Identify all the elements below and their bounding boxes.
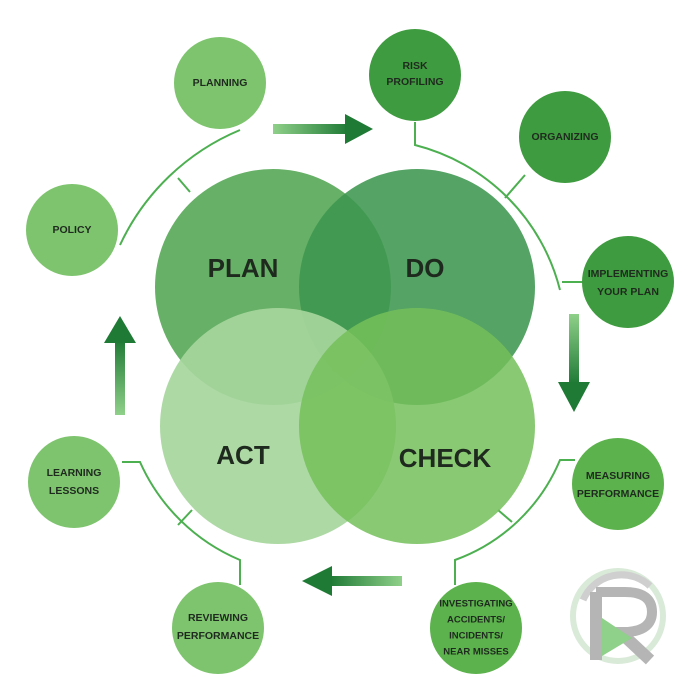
ring-segment-bottom-left bbox=[122, 461, 241, 585]
connector-ring bbox=[119, 122, 585, 585]
tick-planning bbox=[177, 177, 191, 193]
node-planning-line-1: PLANNING bbox=[193, 77, 248, 89]
node-implementing-line-1: IMPLEMENTING bbox=[588, 268, 669, 280]
tick-measuring bbox=[497, 509, 513, 523]
node-reviewing: REVIEWING PERFORMANCE bbox=[172, 582, 264, 674]
node-policy-line-1: POLICY bbox=[52, 224, 91, 236]
node-investigating: INVESTIGATING ACCIDENTS/ INCIDENTS/ NEAR… bbox=[430, 582, 522, 674]
tick-reviewing bbox=[177, 509, 193, 526]
node-reviewing-line-1: REVIEWING bbox=[188, 612, 248, 624]
check-label: CHECK bbox=[399, 443, 492, 473]
node-investigating-line-2: ACCIDENTS/ bbox=[447, 615, 505, 626]
node-investigating-line-4: NEAR MISSES bbox=[443, 647, 508, 658]
arrow-down bbox=[558, 314, 590, 412]
node-reviewing-line-2: PERFORMANCE bbox=[177, 630, 259, 642]
arrow-up bbox=[104, 316, 136, 415]
node-learning-line-1: LEARNING bbox=[47, 467, 102, 479]
check-circle bbox=[299, 308, 535, 544]
node-implementing-line-2: YOUR PLAN bbox=[597, 286, 659, 298]
act-label: ACT bbox=[216, 440, 270, 470]
node-measuring-line-1: MEASURING bbox=[586, 470, 650, 482]
node-implementing: IMPLEMENTING YOUR PLAN bbox=[582, 236, 674, 328]
ring-segment-bottom-right bbox=[454, 459, 575, 585]
node-investigating-line-1: INVESTIGATING bbox=[439, 599, 512, 610]
tick-organizing bbox=[504, 174, 526, 199]
node-planning: PLANNING bbox=[174, 37, 266, 129]
plan-label: PLAN bbox=[208, 253, 279, 283]
node-measuring-line-2: PERFORMANCE bbox=[577, 488, 659, 500]
node-learning-line-2: LESSONS bbox=[49, 485, 99, 497]
node-measuring: MEASURING PERFORMANCE bbox=[572, 438, 664, 530]
arrow-left bbox=[302, 566, 402, 596]
node-organizing: ORGANIZING bbox=[519, 91, 611, 183]
node-policy: POLICY bbox=[26, 184, 118, 276]
pdca-circles bbox=[155, 169, 535, 544]
do-label: DO bbox=[406, 253, 445, 283]
node-risk-profiling-line-2: PROFILING bbox=[386, 76, 443, 88]
node-learning: LEARNING LESSONS bbox=[28, 436, 120, 528]
node-risk-profiling-line-1: RISK bbox=[402, 60, 428, 72]
node-risk-profiling: RISK PROFILING bbox=[369, 29, 461, 121]
node-investigating-line-3: INCIDENTS/ bbox=[449, 631, 503, 642]
arrow-right bbox=[273, 114, 373, 144]
brand-logo bbox=[570, 568, 666, 665]
ring-segment-top-left bbox=[119, 129, 241, 246]
ring-segment-top-right bbox=[414, 122, 561, 291]
node-organizing-line-1: ORGANIZING bbox=[531, 131, 598, 143]
